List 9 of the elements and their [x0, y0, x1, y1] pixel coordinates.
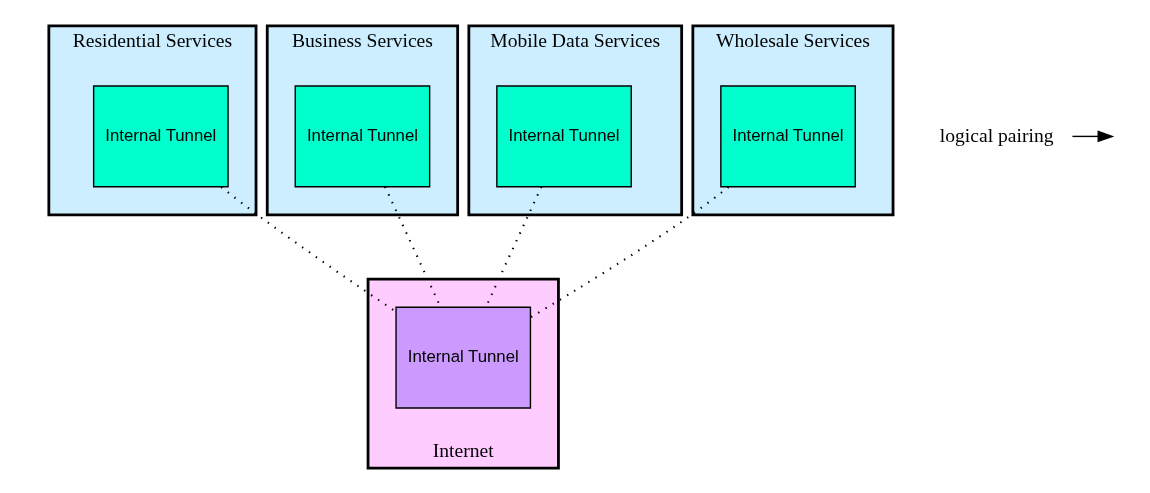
- arrow: [1071, 130, 1114, 142]
- node-box: Internal Tunnel: [719, 84, 856, 187]
- node-box: Internal Tunnel: [92, 84, 229, 187]
- node-box: Internal Tunnel: [394, 306, 531, 409]
- node-box: Internal Tunnel: [495, 84, 632, 187]
- node-box: Internal Tunnel: [294, 84, 430, 187]
- node-text: logical pairing: [939, 124, 1054, 146]
- connector: [220, 185, 396, 312]
- connector: [529, 185, 729, 318]
